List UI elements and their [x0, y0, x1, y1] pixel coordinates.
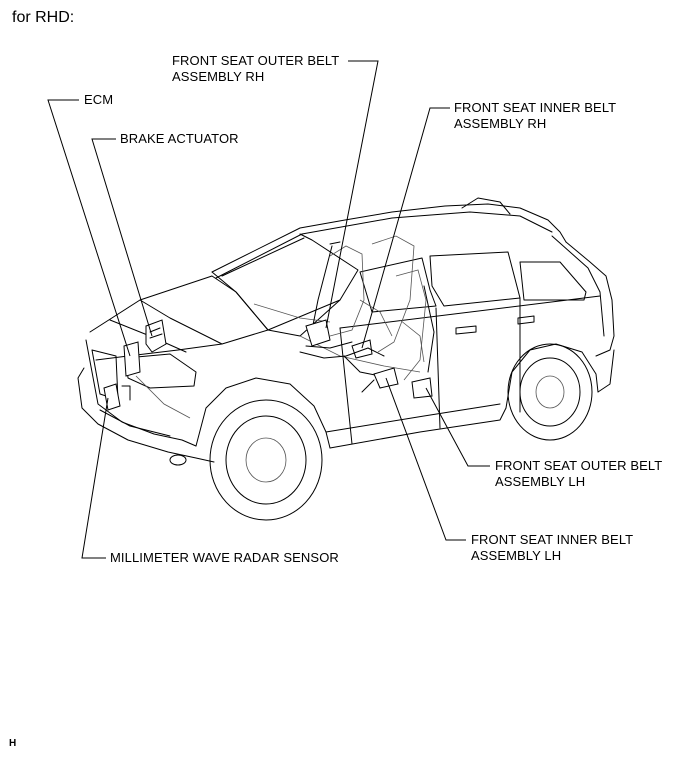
label-front-seat-outer-belt-lh: FRONT SEAT OUTER BELT ASSEMBLY LH: [495, 458, 663, 489]
leader-radar-sensor: [81, 397, 109, 559]
leader-ecm: [47, 99, 131, 357]
inner-belt-lh-unit: [361, 367, 399, 393]
leader-inner-belt-rh: [361, 107, 450, 349]
label-front-seat-outer-belt-rh: FRONT SEAT OUTER BELT ASSEMBLY RH: [172, 53, 340, 84]
label-ecm: ECM: [84, 92, 114, 107]
leader-brake-actuator: [91, 138, 153, 337]
leader-lines: [47, 60, 490, 559]
radar-sensor-unit: [103, 383, 131, 411]
figure-code: H: [9, 738, 17, 749]
diagram-header: for RHD:: [12, 9, 75, 26]
ecm-unit: [123, 341, 141, 377]
outer-belt-lh-unit: [411, 285, 435, 399]
leader-outer-belt-lh: [425, 387, 490, 467]
brake-actuator-unit: [145, 319, 167, 353]
label-front-seat-inner-belt-rh: FRONT SEAT INNER BELT ASSEMBLY RH: [454, 100, 617, 131]
label-brake-actuator: BRAKE ACTUATOR: [120, 131, 239, 146]
vehicle-outline: [77, 197, 615, 521]
leader-outer-belt-rh: [325, 60, 379, 329]
label-millimeter-wave-radar-sensor: MILLIMETER WAVE RADAR SENSOR: [110, 550, 339, 565]
label-front-seat-inner-belt-lh: FRONT SEAT INNER BELT ASSEMBLY LH: [471, 532, 634, 563]
leader-inner-belt-lh: [385, 377, 466, 541]
outer-belt-rh-unit: [305, 241, 341, 347]
wire-harness: [299, 341, 385, 359]
